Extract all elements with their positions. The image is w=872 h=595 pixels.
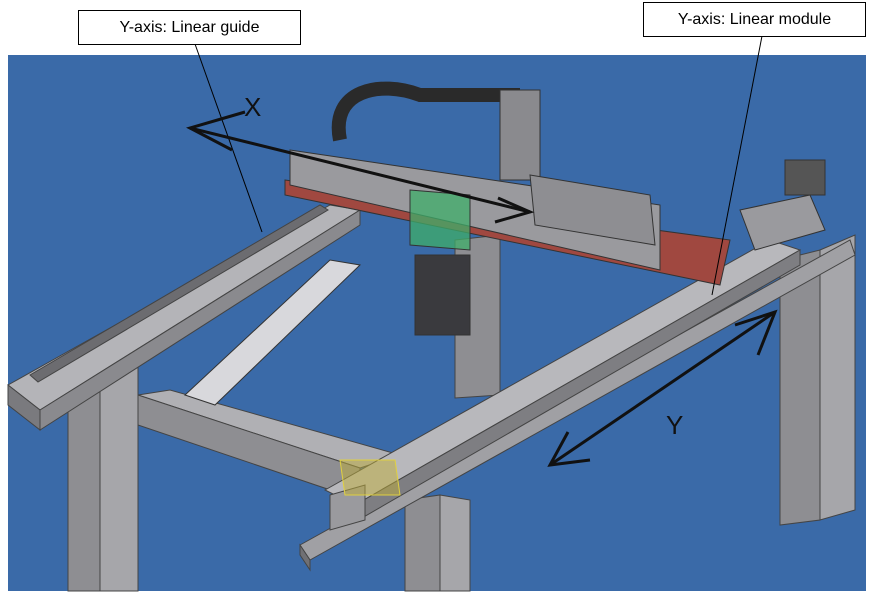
x-axis-carriage — [284, 89, 731, 336]
linear-module-label: Y-axis: Linear module — [643, 2, 866, 37]
y-axis-label: Y — [666, 410, 684, 440]
x-axis-label: X — [244, 92, 262, 122]
y-motor — [739, 159, 826, 251]
linear-guide-label: Y-axis: Linear guide — [78, 10, 301, 45]
linear-module-leader-line — [711, 35, 763, 296]
support-legs — [67, 234, 856, 592]
x-axis-arrow — [186, 110, 535, 224]
right-linear-module — [299, 239, 856, 572]
y-axis-arrow — [547, 309, 778, 467]
left-linear-guide — [7, 204, 362, 432]
cable-chain — [184, 81, 520, 406]
